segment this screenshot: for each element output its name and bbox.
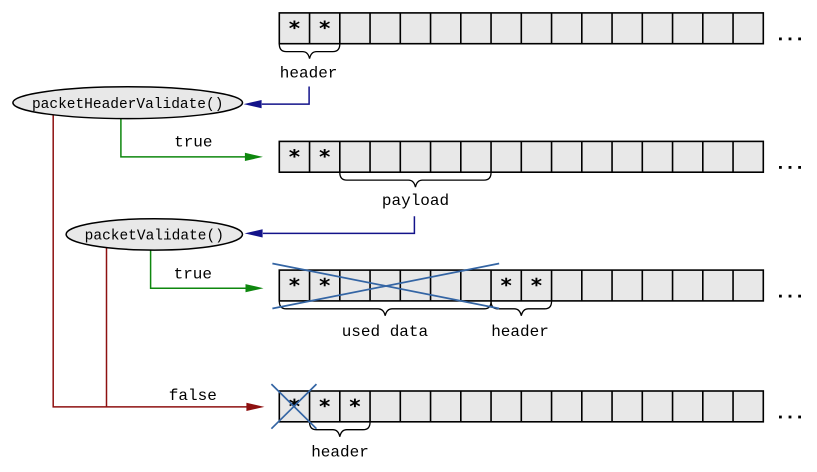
svg-text:packetValidate(): packetValidate() [85,229,224,245]
svg-text:used data: used data [342,323,429,341]
svg-text:packetHeaderValidate(): packetHeaderValidate() [32,97,223,113]
svg-text:header: header [311,444,369,462]
svg-text:payload: payload [382,192,449,210]
svg-text:true: true [174,134,212,152]
svg-text:header: header [280,65,338,83]
svg-text:false: false [169,387,217,405]
svg-text:header: header [491,323,549,341]
svg-text:true: true [174,266,212,284]
